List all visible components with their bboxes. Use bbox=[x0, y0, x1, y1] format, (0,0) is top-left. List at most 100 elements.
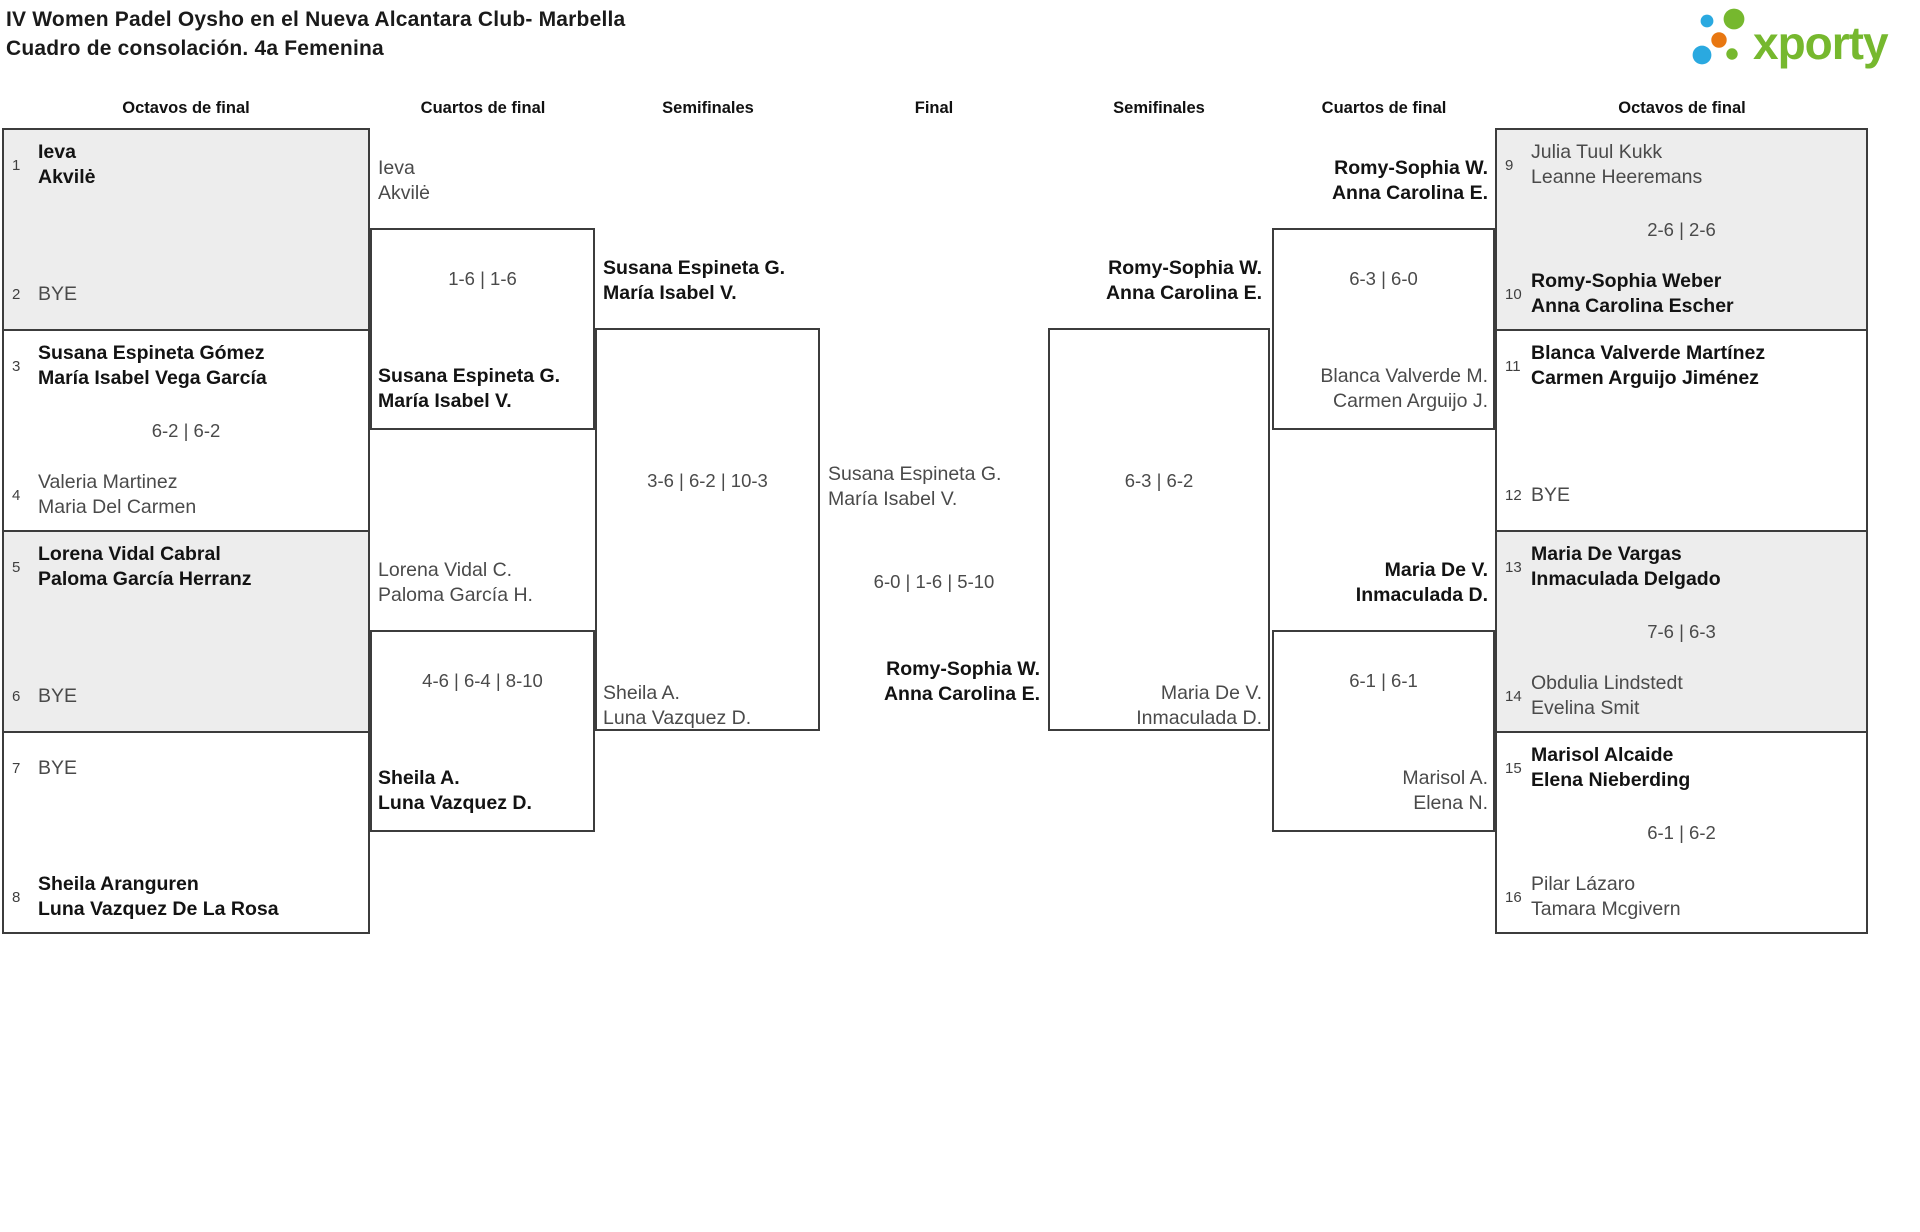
quarterfinal-left-1-box bbox=[370, 228, 595, 430]
qf-left-1-bottom-team: Susana Espineta G. María Isabel V. bbox=[378, 365, 561, 412]
tournament-title: IV Women Padel Oysho en el Nueva Alcanta… bbox=[6, 5, 625, 63]
team-names: Julia Tuul Kukk Leanne Heeremans bbox=[1531, 141, 1703, 188]
sf-left-bottom-team: Sheila A. Luna Vazquez D. bbox=[603, 682, 752, 729]
qf-right-2-bottom-team: Marisol A. Elena N. bbox=[1402, 767, 1488, 814]
team-names: BYE bbox=[38, 684, 78, 707]
seed-number: 3 bbox=[12, 357, 21, 375]
quarterfinal-left-2-box bbox=[370, 630, 595, 832]
round-header-cuartos-right: Cuartos de final bbox=[1321, 99, 1447, 117]
team-names: Lorena Vidal Cabral Paloma García Herran… bbox=[38, 543, 252, 590]
sf-left-top-team: Susana Espineta G. María Isabel V. bbox=[603, 257, 786, 304]
sf-right-score: 6-3 | 6-2 bbox=[1124, 470, 1194, 491]
qf-left-2-bottom-team: Sheila A. Luna Vazquez D. bbox=[378, 767, 532, 814]
qf-right-1-top-team: Romy-Sophia W. Anna Carolina E. bbox=[1331, 157, 1488, 204]
match-octavos-4: 7 BYE 8 Sheila Aranguren Luna Vazquez De… bbox=[4, 733, 368, 932]
logo-wordmark: xporty bbox=[1753, 17, 1889, 69]
match-octavos-5: 9 Julia Tuul Kukk Leanne Heeremans 2-6 |… bbox=[1497, 130, 1866, 331]
seed-number: 7 bbox=[12, 759, 21, 777]
team-names: BYE bbox=[1531, 483, 1571, 506]
team-entry-seed15: 15 Marisol Alcaide Elena Nieberding bbox=[1505, 743, 1858, 793]
team-entry-seed9: 9 Julia Tuul Kukk Leanne Heeremans bbox=[1505, 140, 1858, 190]
tournament-subtitle: Cuadro de consolación. 4a Femenina bbox=[6, 37, 384, 60]
seed-number: 12 bbox=[1505, 486, 1522, 504]
sf-right-top-team: Romy-Sophia W. Anna Carolina E. bbox=[1105, 257, 1262, 304]
team-names: Blanca Valverde Martínez Carmen Arguijo … bbox=[1531, 342, 1766, 389]
team-names: Valeria Martinez Maria Del Carmen bbox=[38, 471, 197, 518]
logo-dots-icon bbox=[1692, 8, 1745, 65]
quarterfinal-right-2-box bbox=[1272, 630, 1495, 832]
qf-right-2-score: 6-1 | 6-1 bbox=[1349, 670, 1418, 691]
round-header-semis-left: Semifinales bbox=[662, 99, 754, 117]
match-octavos-7: 13 Maria De Vargas Inmaculada Delgado 7-… bbox=[1497, 532, 1866, 733]
team-entry-seed10: 10 Romy-Sophia Weber Anna Carolina Esche… bbox=[1505, 269, 1858, 319]
sf-right-bottom-team: Maria De V. Inmaculada D. bbox=[1136, 682, 1262, 729]
team-entry-seed12: 12 BYE bbox=[1505, 470, 1858, 520]
team-names: Romy-Sophia Weber Anna Carolina Escher bbox=[1531, 270, 1734, 317]
round-header-cuartos-left: Cuartos de final bbox=[420, 99, 546, 117]
qf-right-1-bottom-team: Blanca Valverde M. Carmen Arguijo J. bbox=[1320, 365, 1488, 412]
seed-number: 1 bbox=[12, 156, 21, 174]
final-score: 6-0 | 1-6 | 5-10 bbox=[873, 571, 995, 592]
team-entry-seed13: 13 Maria De Vargas Inmaculada Delgado bbox=[1505, 542, 1858, 592]
team-entry-seed8: 8 Sheila Aranguren Luna Vazquez De La Ro… bbox=[12, 872, 360, 922]
match-octavos-8: 15 Marisol Alcaide Elena Nieberding 6-1 … bbox=[1497, 733, 1866, 932]
final-team1: Susana Espineta G. María Isabel V. bbox=[828, 463, 1002, 510]
seed-number: 5 bbox=[12, 558, 21, 576]
seed-number: 15 bbox=[1505, 759, 1522, 777]
team-names: Ieva Akvilė bbox=[38, 141, 96, 188]
seed-number: 8 bbox=[12, 888, 21, 906]
team-entry-seed11: 11 Blanca Valverde Martínez Carmen Argui… bbox=[1505, 341, 1858, 391]
match-octavos-6: 11 Blanca Valverde Martínez Carmen Argui… bbox=[1497, 331, 1866, 532]
round-header-octavos-left: Octavos de final bbox=[122, 99, 250, 117]
team-names: Maria De Vargas Inmaculada Delgado bbox=[1531, 543, 1721, 590]
round-header-semis-right: Semifinales bbox=[1113, 99, 1205, 117]
match-score: 7-6 | 6-3 bbox=[1647, 620, 1716, 642]
team-entry-seed16: 16 Pilar Lázaro Tamara Mcgivern bbox=[1505, 872, 1858, 922]
seed-number: 9 bbox=[1505, 156, 1514, 174]
semifinal-left-box bbox=[595, 328, 820, 731]
seed-number: 2 bbox=[12, 285, 21, 303]
team-names: BYE bbox=[38, 756, 78, 779]
qf-right-1-score: 6-3 | 6-0 bbox=[1349, 268, 1418, 289]
team-entry-seed6: 6 BYE bbox=[12, 671, 360, 721]
team-names: Sheila Aranguren Luna Vazquez De La Rosa bbox=[38, 873, 279, 920]
team-names: Obdulia Lindstedt Evelina Smit bbox=[1531, 672, 1683, 719]
seed-number: 11 bbox=[1505, 357, 1521, 375]
qf-left-2-score: 4-6 | 6-4 | 8-10 bbox=[422, 670, 543, 691]
qf-left-1-score: 1-6 | 1-6 bbox=[448, 268, 517, 289]
match-score: 2-6 | 2-6 bbox=[1647, 218, 1716, 240]
seed-number: 13 bbox=[1505, 558, 1522, 576]
round-header-octavos-right: Octavos de final bbox=[1618, 99, 1746, 117]
team-names: Pilar Lázaro Tamara Mcgivern bbox=[1531, 873, 1681, 920]
team-names: Marisol Alcaide Elena Nieberding bbox=[1531, 744, 1691, 791]
team-entry-seed3: 3 Susana Espineta Gómez María Isabel Veg… bbox=[12, 341, 360, 391]
seed-number: 6 bbox=[12, 687, 21, 705]
octavos-right-column: 9 Julia Tuul Kukk Leanne Heeremans 2-6 |… bbox=[1495, 128, 1868, 934]
match-octavos-2: 3 Susana Espineta Gómez María Isabel Veg… bbox=[4, 331, 368, 532]
seed-number: 4 bbox=[12, 486, 21, 504]
tournament-title-line1: IV Women Padel Oysho en el Nueva Alcanta… bbox=[6, 8, 626, 31]
seed-number: 10 bbox=[1505, 285, 1522, 303]
semifinal-right-box bbox=[1048, 328, 1270, 731]
match-octavos-3: 5 Lorena Vidal Cabral Paloma García Herr… bbox=[4, 532, 368, 733]
quarterfinal-right-1-box bbox=[1272, 228, 1495, 430]
qf-left-1-top-team: Ieva Akvilė bbox=[378, 157, 431, 204]
team-entry-seed1: 1 Ieva Akvilė bbox=[12, 140, 360, 190]
team-entry-seed5: 5 Lorena Vidal Cabral Paloma García Herr… bbox=[12, 542, 360, 592]
octavos-left-column: 1 Ieva Akvilė 2 BYE 3 Susana Espineta Gó… bbox=[2, 128, 370, 934]
qf-right-2-top-team: Maria De V. Inmaculada D. bbox=[1355, 559, 1488, 606]
seed-number: 16 bbox=[1505, 888, 1522, 906]
team-names: BYE bbox=[38, 282, 78, 305]
round-header-final: Final bbox=[914, 99, 954, 117]
team-names: Susana Espineta Gómez María Isabel Vega … bbox=[38, 342, 267, 389]
xporty-logo[interactable]: xporty bbox=[1688, 2, 1918, 70]
match-score: 6-2 | 6-2 bbox=[151, 419, 221, 441]
final-team2: Romy-Sophia W. Anna Carolina E. bbox=[883, 658, 1040, 705]
team-entry-seed7: 7 BYE bbox=[12, 743, 360, 793]
seed-number: 14 bbox=[1505, 687, 1522, 705]
team-entry-seed2: 2 BYE bbox=[12, 269, 360, 319]
match-score: 6-1 | 6-2 bbox=[1647, 821, 1716, 843]
team-entry-seed14: 14 Obdulia Lindstedt Evelina Smit bbox=[1505, 671, 1858, 721]
match-octavos-1: 1 Ieva Akvilė 2 BYE bbox=[4, 130, 368, 331]
qf-left-2-top-team: Lorena Vidal C. Paloma García H. bbox=[378, 559, 533, 606]
